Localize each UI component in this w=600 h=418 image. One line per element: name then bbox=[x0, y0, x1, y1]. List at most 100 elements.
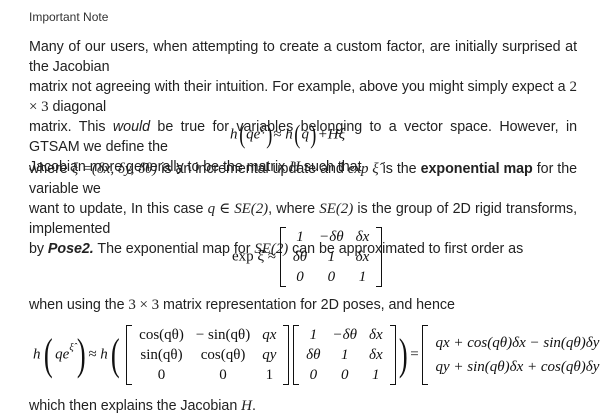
cell: 1 bbox=[340, 347, 349, 363]
cell: δx bbox=[368, 347, 383, 363]
exp-map-equation: exp ξ̂ ≈ 1 −δθ δx δθ 1 δx 0 0 1 bbox=[232, 227, 383, 287]
math-h: h bbox=[33, 346, 41, 363]
equals-symbol: = bbox=[410, 346, 419, 363]
right-paren: ) bbox=[76, 330, 86, 379]
approx-h: ≈ h bbox=[88, 346, 108, 363]
math-se2: SE(2) bbox=[319, 201, 354, 217]
cell: −δθ bbox=[332, 327, 357, 343]
exp-matrix: 1 −δθ δx δθ 1 δx 0 0 1 bbox=[279, 227, 383, 287]
text: matrix. This bbox=[29, 119, 113, 135]
cell: qy + sin(qθ)δx + cos(qθ)δy bbox=[435, 359, 600, 375]
exp-line-2: want to update, In this case q ∈ SE(2), … bbox=[29, 199, 577, 239]
math-q-in-se2: q ∈ SE(2) bbox=[207, 201, 269, 217]
cell: 0 bbox=[309, 367, 318, 383]
cell: δθ bbox=[292, 249, 308, 265]
cell: 1 bbox=[372, 367, 380, 383]
cell: sin(qθ) bbox=[140, 347, 183, 363]
cell: 1 bbox=[309, 327, 318, 343]
text: Jacobian more generally to be the matrix bbox=[29, 159, 290, 175]
representation-paragraph: when using the 3 × 3 matrix representati… bbox=[29, 295, 577, 315]
conclusion-paragraph: which then explains the Jacobian H. bbox=[29, 396, 577, 416]
cell: 1 bbox=[296, 229, 304, 245]
cell: δx bbox=[355, 249, 370, 265]
increment-matrix: 1 −δθ δx δθ 1 δx 0 0 1 bbox=[293, 325, 397, 385]
text: can be approximated to first order as bbox=[288, 241, 524, 257]
cell: δx bbox=[368, 327, 383, 343]
math-h: h bbox=[230, 126, 238, 143]
intro-line-1: Many of our users, when attempting to cr… bbox=[29, 39, 577, 75]
cell: δθ bbox=[306, 347, 321, 363]
text: is an incremental update and bbox=[157, 161, 348, 177]
math-sup: ξ̂ bbox=[260, 124, 265, 136]
cell: qy bbox=[262, 347, 277, 363]
exp-line-3: by Pose2. The exponential map for SE(2) … bbox=[29, 239, 577, 259]
right-paren: ) bbox=[398, 330, 408, 379]
intro-paragraph: Many of our users, when attempting to cr… bbox=[29, 37, 577, 177]
text: by bbox=[29, 241, 48, 257]
rotation-matrix: cos(qθ) − sin(qθ) qx sin(qθ) cos(qθ) qy 0 0 1 bbox=[126, 325, 290, 385]
text: The exponential map for bbox=[93, 241, 255, 257]
text: is the bbox=[378, 161, 421, 177]
cell: cos(qθ) bbox=[139, 327, 184, 343]
cell: 1 bbox=[358, 269, 367, 285]
left-paren: ( bbox=[294, 120, 301, 149]
exp-line-1: where ξ =(δx, δy, δθ) is an incremental … bbox=[29, 159, 577, 199]
cell: 1 bbox=[265, 367, 274, 383]
emphasis: would bbox=[112, 119, 151, 135]
text: such that bbox=[300, 159, 362, 175]
right-paren: ) bbox=[310, 120, 317, 149]
math-sup: ξ̂ bbox=[69, 342, 74, 354]
cell: cos(qθ) bbox=[200, 347, 246, 363]
text: be true for variables belonging to a vec… bbox=[29, 119, 577, 155]
math-h: h bbox=[285, 126, 293, 143]
note-title: Important Note bbox=[29, 10, 109, 24]
right-paren: ) bbox=[265, 120, 273, 149]
left-paren: ( bbox=[110, 330, 120, 379]
math-arg: qe bbox=[246, 126, 261, 143]
math-H: H bbox=[241, 398, 252, 414]
math-se2: SE(2) bbox=[254, 241, 289, 257]
text: , where bbox=[268, 201, 320, 217]
left-paren: ( bbox=[238, 120, 245, 149]
math-dims: 3 × 3 bbox=[128, 297, 160, 313]
bold-italic-pose2: Pose2. bbox=[47, 241, 94, 257]
cell: 1 bbox=[327, 249, 336, 265]
math-exp: exp ξ̂ bbox=[347, 161, 379, 177]
math-arg: qe bbox=[55, 346, 70, 363]
text: . bbox=[251, 398, 256, 414]
text: matrix representation for 2D poses, and … bbox=[159, 297, 455, 313]
cell: 0 bbox=[219, 367, 227, 383]
exp-map-paragraph: where ξ =(δx, δy, δθ) is an incremental … bbox=[29, 159, 577, 259]
jacobian-definition-equation: h(qeξ̂)≈ h(q)+Hξ bbox=[230, 122, 345, 148]
text: for the variable we bbox=[29, 161, 578, 197]
math-xi: ξ =(δx, δy, δθ) bbox=[71, 161, 158, 177]
text: matrix not agreeing with their intuition… bbox=[29, 79, 570, 95]
result-vector: qx + cos(qθ)δx − sin(qθ)δy qy + sin(qθ)δ… bbox=[422, 325, 600, 385]
cell: 0 bbox=[157, 367, 166, 383]
exp-lhs: exp ξ̂ ≈ bbox=[232, 248, 277, 265]
pose-composition-equation: h(qeξ̂)≈ h( cos(qθ)− sin(qθ)qx sin(qθ)co… bbox=[33, 325, 600, 385]
text: when using the bbox=[29, 297, 129, 313]
approx-symbol: ≈ bbox=[273, 126, 282, 143]
text: which then explains the Jacobian bbox=[29, 398, 242, 414]
math-arg: q bbox=[301, 126, 309, 143]
cell: − sin(qθ) bbox=[195, 327, 251, 343]
intro-line-2: matrix not agreeing with their intuition… bbox=[29, 77, 577, 117]
cell: −δθ bbox=[319, 229, 344, 245]
intro-line-3: matrix. This would be true for variables… bbox=[29, 117, 577, 157]
cell: qx bbox=[262, 327, 277, 343]
cell: δx bbox=[355, 229, 370, 245]
cell: qx + cos(qθ)δx − sin(qθ)δy bbox=[435, 335, 600, 351]
cell: 0 bbox=[327, 269, 336, 285]
math-H: H bbox=[289, 159, 300, 175]
text: where bbox=[29, 161, 72, 177]
cell: 0 bbox=[296, 269, 304, 285]
math-dims: 2 × 3 bbox=[29, 79, 577, 115]
text: want to update, In this case bbox=[29, 201, 208, 217]
left-paren: ( bbox=[43, 330, 53, 379]
cell: 0 bbox=[340, 367, 349, 383]
math-tail: +Hξ bbox=[317, 126, 346, 143]
intro-line-4: Jacobian more generally to be the matrix… bbox=[29, 157, 577, 177]
bold-term: exponential map bbox=[420, 161, 533, 177]
text: diagonal bbox=[48, 99, 107, 115]
